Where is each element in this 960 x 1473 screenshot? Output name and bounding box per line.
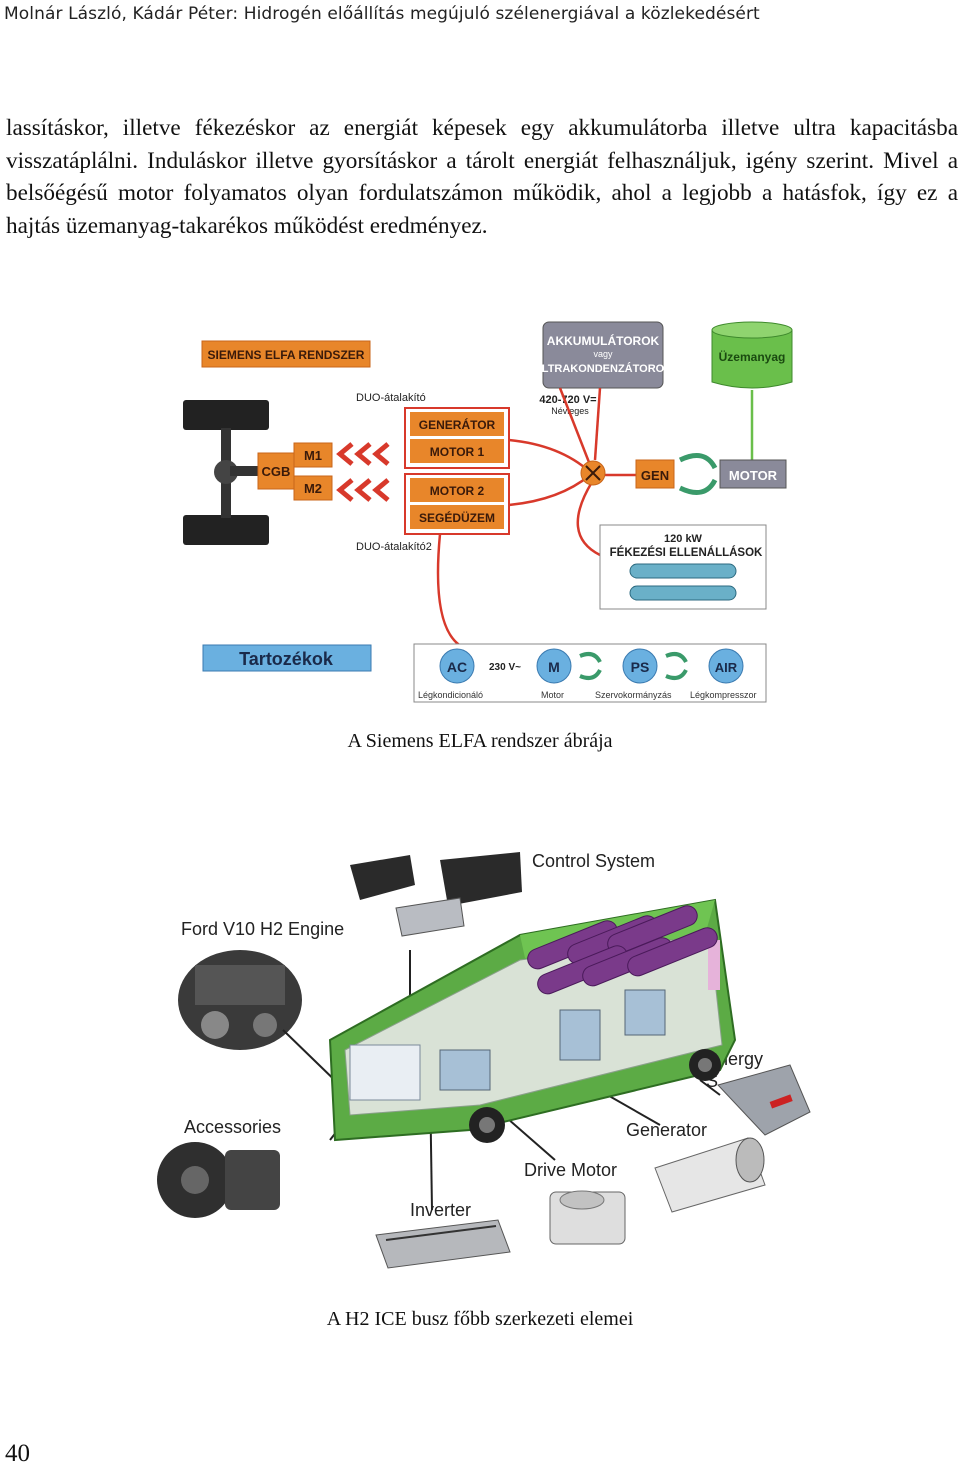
generator-box: [410, 412, 504, 436]
m-caption: Motor: [541, 690, 564, 700]
siemens-elfa-diagram: SIEMENS ELFA RENDSZER AKKUMULÁTOROK vagy…: [183, 321, 793, 703]
motor-label: MOTOR: [729, 468, 778, 483]
akku-box: [542, 321, 664, 389]
voltage-label: 420-720 V=: [539, 394, 596, 406]
m-label: M: [548, 659, 560, 675]
motor1-label: MOTOR 1: [430, 445, 485, 459]
accessories-label: Accessories: [184, 1117, 281, 1137]
chassis-icon: [183, 400, 269, 545]
running-header: Molnár László, Kádár Péter: Hidrogén elő…: [4, 4, 760, 24]
bus-cutaway-icon: [328, 898, 737, 1143]
accessories-title-box: [202, 644, 372, 672]
body-paragraph: lassításkor, illetve fékezéskor az energ…: [6, 115, 958, 239]
elfa-title: SIEMENS ELFA RENDSZER: [208, 348, 365, 362]
accessories-icon: [157, 1142, 280, 1218]
elfa-title-box: [201, 340, 371, 368]
power-flow-chevrons: [336, 442, 390, 502]
ps-label: PS: [631, 659, 650, 675]
akku-label-2: vagy: [593, 349, 613, 359]
duo2-label: DUO-átalakító2: [356, 541, 432, 553]
coupling-icon: [678, 453, 718, 495]
figure1-caption: A Siemens ELFA rendszer ábrája: [347, 730, 613, 752]
brake-label: FÉKEZÉSI ELLENÁLLÁSOK: [610, 546, 763, 559]
h2-ice-bus-figure: Control System Ford V10 H2 Engine Energy…: [157, 851, 811, 1269]
control-system-label: Control System: [532, 851, 655, 871]
akku-label-1: AKKUMULÁTOROK: [547, 333, 660, 348]
drive-motor-icon: [549, 1190, 626, 1245]
air-caption: Légkompresszor: [690, 690, 757, 700]
generator-label: Generator: [626, 1120, 707, 1140]
inverter-label: Inverter: [410, 1200, 471, 1220]
ac-label: AC: [447, 659, 467, 675]
m2-label: M2: [304, 481, 322, 496]
figure2-caption: A H2 ICE busz főbb szerkezeti elemei: [326, 1308, 634, 1330]
engine-label: Ford V10 H2 Engine: [181, 919, 344, 939]
motor2-label: MOTOR 2: [430, 484, 485, 498]
brake-power-label: 120 kW: [664, 533, 703, 545]
resistor-cylinder: [629, 563, 737, 579]
segeduzem-label: SEGÉDÜZEM: [419, 510, 495, 525]
page-number: 40: [5, 1440, 30, 1467]
motor2-box: [410, 478, 504, 502]
air-label: AIR: [715, 660, 738, 675]
motor1-box: [410, 439, 504, 463]
ac-voltage: 230 V~: [489, 662, 521, 673]
generator-icon: [654, 1137, 766, 1213]
fuel-label: Üzemanyag: [719, 349, 786, 364]
drive-motor-label: Drive Motor: [524, 1160, 617, 1180]
generator-label: GENERÁTOR: [419, 417, 496, 432]
hydrogen-tanks-icon: [527, 905, 718, 995]
segeduzem-box: [410, 505, 504, 529]
cgb-label: CGB: [262, 464, 291, 479]
engine-icon: [178, 950, 302, 1050]
inverter-icon: [375, 1219, 511, 1269]
control-system-icon: [350, 852, 522, 937]
akku-label-3: ULTRAKONDENZÁTOROK: [534, 362, 672, 375]
accessories-title: Tartozékok: [239, 649, 334, 669]
energy-storage-icon: [717, 1064, 811, 1136]
resistor-cylinder: [629, 585, 737, 601]
m1-label: M1: [304, 448, 322, 463]
duo1-label: DUO-átalakító: [356, 392, 426, 404]
gen-label: GEN: [641, 468, 669, 483]
ps-caption: Szervokormányzás: [595, 690, 672, 700]
ac-caption: Légkondicionáló: [418, 690, 483, 700]
